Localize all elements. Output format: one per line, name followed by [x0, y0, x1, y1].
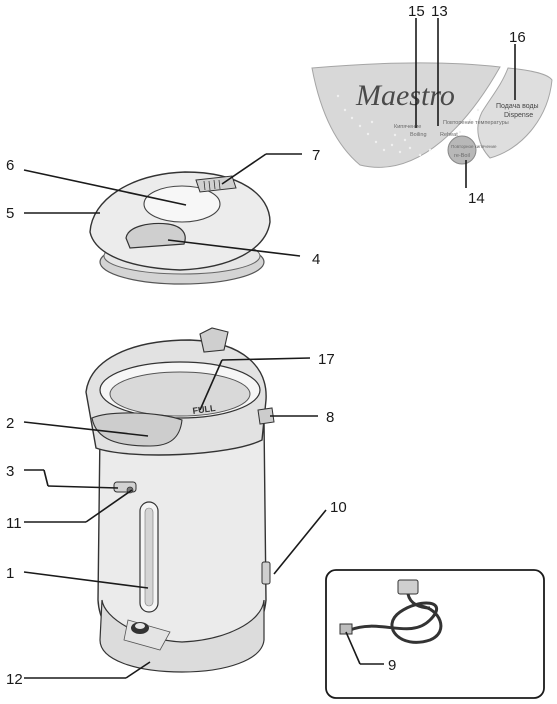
- callout-numbers: 15 13 16 14 6 5 7 4 2 3 11 1 12 17 8 10 …: [6, 3, 526, 688]
- lid-hinge-ribs: [203, 179, 221, 191]
- callout-3: 3: [6, 463, 14, 480]
- leader-4: [167, 239, 301, 257]
- leader-1: [23, 571, 149, 589]
- dispense-label-ru: Подача воды: [496, 103, 539, 110]
- leader-12b: [125, 661, 151, 679]
- pot-control-panel: [91, 412, 183, 447]
- full-mark-label: FULL: [192, 403, 217, 416]
- leader-10: [273, 509, 327, 575]
- reboil-button-label-en: re-Boil: [454, 153, 470, 159]
- inner-tank: [109, 371, 251, 417]
- reboil-button: [447, 135, 477, 165]
- boiling-label-ru: Кипячение: [394, 124, 421, 130]
- leader-17b: [221, 357, 311, 361]
- callout-10: 10: [330, 499, 347, 516]
- leader-3b: [43, 469, 49, 487]
- callout-6: 6: [6, 157, 14, 174]
- inset-frame: [325, 569, 545, 699]
- callout-15: 15: [408, 3, 425, 20]
- callout-1: 1: [6, 565, 14, 582]
- leader-9a: [345, 631, 361, 665]
- boiling-label-en: Boiling: [410, 132, 427, 138]
- water-spout-outlet: [135, 623, 145, 629]
- lid-hinge-mount: [199, 327, 229, 353]
- lid-hinge: [195, 175, 237, 193]
- callout-14: 14: [468, 190, 485, 207]
- lock-release-knob: [257, 407, 275, 425]
- panel-texture: [336, 94, 480, 157]
- control-panel: Maestro Кипячение Boiling Повторение тем…: [311, 62, 553, 168]
- power-socket: [261, 561, 271, 585]
- cord-connector: [397, 579, 419, 595]
- callout-8: 8: [326, 409, 334, 426]
- leader-2: [23, 421, 149, 437]
- leader-7a: [221, 153, 267, 185]
- callout-16: 16: [509, 29, 526, 46]
- control-panel-plate: [311, 62, 501, 168]
- callout-2: 2: [6, 415, 14, 432]
- leader-3c: [47, 485, 119, 489]
- cord-segment: [406, 593, 431, 610]
- leader-11b: [85, 489, 133, 523]
- dispense-plate: [477, 67, 553, 159]
- power-cord-inset: [325, 569, 545, 699]
- dispense-label-en: Dispense: [504, 112, 533, 119]
- callout-7: 7: [312, 147, 320, 164]
- power-cord: [349, 601, 443, 644]
- callout-4: 4: [312, 251, 320, 268]
- brand-logo: Maestro: [355, 79, 455, 112]
- lid-assembly: [89, 171, 271, 285]
- leader-6: [23, 169, 187, 206]
- callout-11: 11: [6, 515, 22, 532]
- reheat-label-en: Reheat: [440, 132, 458, 138]
- reboil-button-label-ru: Повторное кипячение: [451, 144, 497, 149]
- leader-lines: [23, 18, 516, 679]
- water-level-gauge: [144, 507, 154, 607]
- cord-plug: [339, 623, 353, 635]
- reheat-label-ru: Повторение температуры: [443, 120, 509, 126]
- thermo-pot: FULL: [85, 327, 275, 673]
- callout-12: 12: [6, 671, 23, 688]
- callout-17: 17: [318, 351, 335, 368]
- callout-5: 5: [6, 205, 14, 222]
- callout-13: 13: [431, 3, 448, 20]
- leader-17a: [199, 359, 223, 411]
- callout-9: 9: [388, 657, 396, 674]
